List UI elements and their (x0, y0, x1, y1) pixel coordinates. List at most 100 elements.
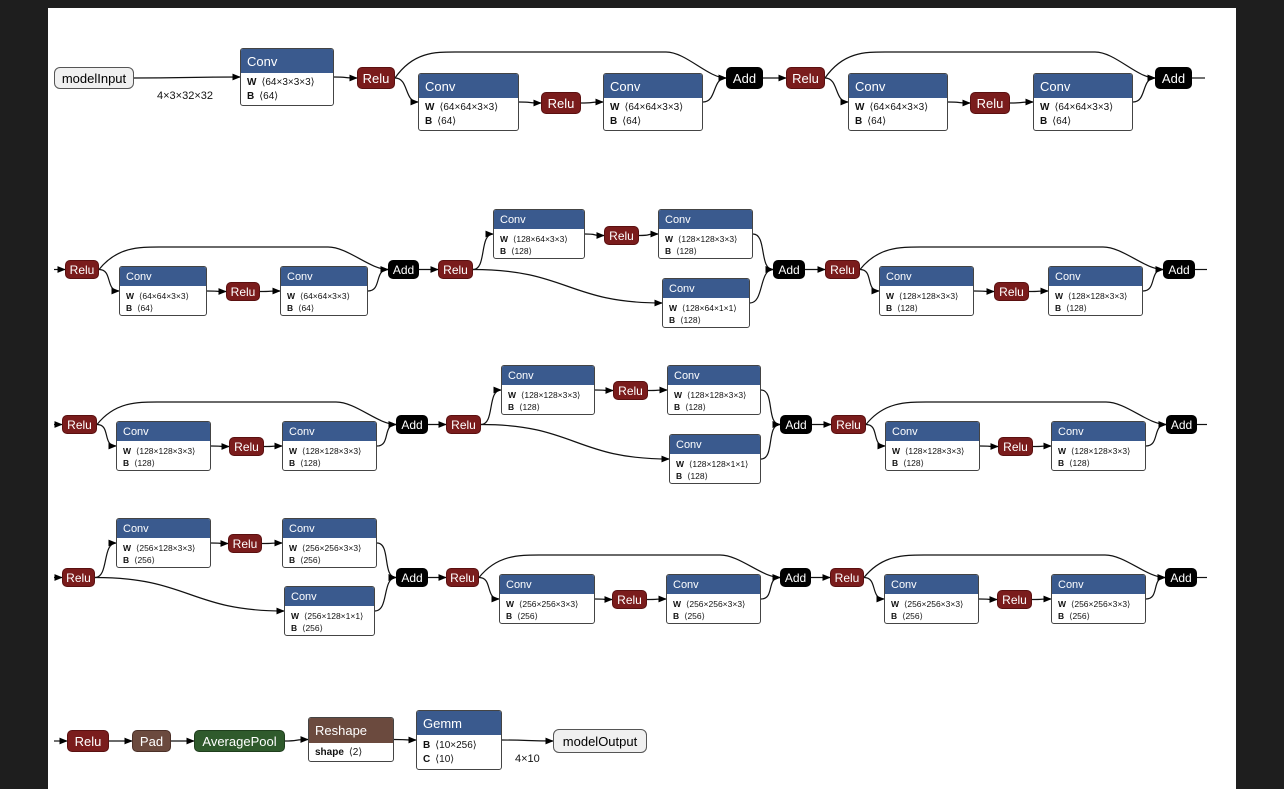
relu-node[interactable]: Relu (226, 282, 260, 301)
relu-node[interactable]: Relu (604, 226, 639, 245)
conv-node-header: Conv (283, 519, 376, 538)
model-output-node[interactable]: modelOutput (553, 729, 647, 753)
relu-node[interactable]: Relu (67, 730, 109, 752)
conv-node-param-w: W⟨128×128×3×3⟩ (880, 290, 973, 302)
conv-node-param-b: B⟨64⟩ (419, 115, 518, 129)
conv-node-param-w: W⟨256×256×3×3⟩ (1052, 598, 1145, 610)
relu-node[interactable]: Relu (446, 568, 479, 587)
add-node[interactable]: Add (780, 568, 811, 587)
conv-node-param-value: ⟨256⟩ (517, 611, 538, 621)
add-node[interactable]: Add (388, 260, 419, 279)
relu-node[interactable]: Relu (998, 437, 1033, 456)
conv-node-param-w: W⟨64×64×3×3⟩ (604, 101, 702, 115)
conv-node-param-key: W (126, 291, 135, 301)
relu-node[interactable]: Relu (438, 260, 473, 279)
conv-node-param-value: ⟨128⟩ (897, 303, 918, 313)
relu-node[interactable]: Relu (830, 568, 864, 587)
relu-node[interactable]: Relu (228, 534, 262, 553)
relu-node[interactable]: Relu (229, 437, 264, 456)
reshape-node-param-shape: shape⟨2⟩ (309, 746, 393, 760)
conv-node-param-value: ⟨128×128×1×1⟩ (689, 459, 749, 469)
conv-node-param-b: B⟨128⟩ (670, 470, 760, 482)
conv-node-param-value: ⟨256×256×3×3⟩ (302, 543, 362, 553)
conv-node-param-key: B (291, 623, 298, 633)
add-node[interactable]: Add (780, 415, 812, 434)
add-node[interactable]: Add (1165, 568, 1197, 587)
conv-node-header: Conv (1034, 74, 1132, 98)
conv-node-header: Conv (120, 267, 206, 286)
avgpool-node[interactable]: AveragePool (194, 730, 285, 752)
conv-node-param-key: B (610, 116, 618, 127)
add-node[interactable]: Add (726, 67, 763, 89)
conv-node-param-key: B (425, 116, 433, 127)
conv-node-param-w: W⟨128×128×3×3⟩ (502, 389, 594, 401)
relu-node[interactable]: Relu (65, 260, 99, 279)
relu-node[interactable]: Relu (786, 67, 825, 89)
relu-node[interactable]: Relu (446, 415, 481, 434)
conv-node-param-value: ⟨256×128×1×1⟩ (304, 611, 364, 621)
conv-node-param-value: ⟨256×256×3×3⟩ (1071, 599, 1131, 609)
conv-node-param-key: B (289, 458, 296, 468)
relu-node[interactable]: Relu (541, 92, 581, 114)
add-node[interactable]: Add (396, 415, 428, 434)
conv-node-param-key: B (123, 458, 130, 468)
relu-node[interactable]: Relu (970, 92, 1010, 114)
relu-node[interactable]: Relu (613, 381, 648, 400)
conv-node-param-value: ⟨256⟩ (684, 611, 705, 621)
conv-node-param-w: W⟨128×128×3×3⟩ (117, 445, 210, 457)
conv-node-param-b: B⟨64⟩ (849, 115, 947, 129)
relu-node[interactable]: Relu (62, 415, 97, 434)
add-node[interactable]: Add (1163, 260, 1195, 279)
relu-node[interactable]: Relu (357, 67, 395, 89)
add-node[interactable]: Add (773, 260, 805, 279)
pad-node[interactable]: Pad (132, 730, 171, 752)
relu-node[interactable]: Relu (62, 568, 95, 587)
conv-node-param-key: W (123, 446, 132, 456)
add-node[interactable]: Add (396, 568, 428, 587)
conv-node-param-b: B⟨128⟩ (1052, 457, 1145, 469)
conv-node-param-key: B (1055, 303, 1062, 313)
relu-node[interactable]: Relu (997, 590, 1032, 609)
relu-node[interactable]: Relu (831, 415, 866, 434)
add-node[interactable]: Add (1155, 67, 1192, 89)
relu-node[interactable]: Relu (825, 260, 860, 279)
relu-node[interactable]: Relu (994, 282, 1029, 301)
conv-node-header: Conv (281, 267, 367, 286)
conv-node-param-value: ⟨64×64×3×3⟩ (139, 291, 189, 301)
model-input-node[interactable]: modelInput (54, 67, 134, 89)
add-node[interactable]: Add (1166, 415, 1197, 434)
conv-node-param-w: W⟨128×64×3×3⟩ (494, 233, 584, 245)
relu-node[interactable]: Relu (612, 590, 647, 609)
conv-node-param-b: B⟨64⟩ (281, 302, 367, 314)
conv-node-param-key: W (886, 291, 895, 301)
conv-node-param-value: ⟨64×64×3×3⟩ (624, 102, 684, 113)
